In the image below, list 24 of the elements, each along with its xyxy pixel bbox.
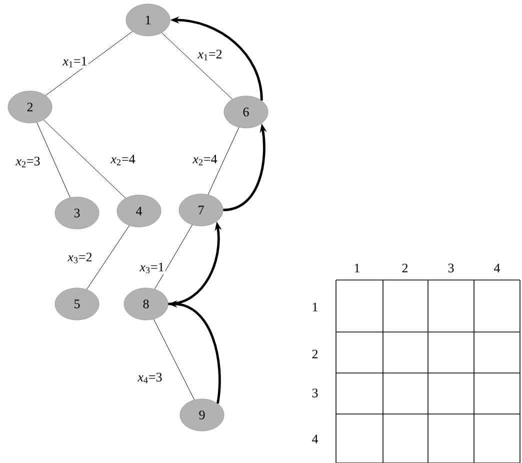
edge-label: x$_{3}$=2: [66, 252, 94, 264]
edge-label: x$_{1}$=1: [62, 56, 88, 68]
edge-label: x$_{2}$=4: [110, 154, 136, 166]
edge-label: x$_{2}$=3: [14, 156, 42, 168]
tree-edge: [154, 224, 193, 290]
tree-edge: [45, 31, 133, 96]
column-number: 1: [354, 264, 360, 272]
tree-edge: [153, 318, 195, 400]
row-number: 4: [312, 434, 318, 444]
row-number: 3: [312, 388, 318, 398]
edge-label: x$_{2}$=4: [192, 154, 218, 166]
tree-edge: [36, 122, 70, 198]
tree-edge: [161, 32, 233, 100]
tree-edge: [208, 127, 240, 195]
row-number: 2: [312, 350, 318, 358]
row-number: 1: [312, 302, 318, 312]
edge-label: x$_{3}$=1: [138, 262, 166, 274]
edge-label: x$_{1}$=2: [196, 48, 224, 62]
tree-edge: [43, 120, 126, 198]
tree-edge: [86, 225, 130, 290]
column-number: 3: [448, 264, 454, 272]
column-number: 4: [494, 264, 500, 272]
edge-label: x$_{4}$=3: [136, 372, 164, 384]
column-number: 2: [402, 264, 408, 272]
